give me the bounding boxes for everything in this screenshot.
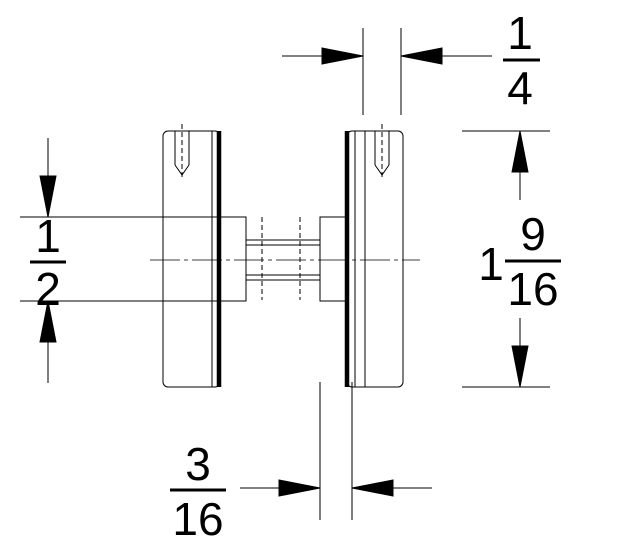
- dim-right-whole: 1: [478, 238, 504, 290]
- dim-top: [282, 28, 492, 115]
- dim-left-denominator: 2: [35, 263, 61, 315]
- dim-top-denominator: 4: [507, 62, 533, 114]
- dim-left: [20, 138, 219, 383]
- left-clamp-plate: [162, 124, 221, 388]
- dim-top-numerator: 1: [507, 7, 533, 59]
- dim-bottom-denominator: 16: [172, 493, 223, 545]
- dim-left-numerator: 1: [35, 210, 61, 262]
- right-clamp-plate: [346, 124, 404, 388]
- dim-right: [462, 130, 550, 388]
- dim-right-denominator: 16: [507, 263, 558, 315]
- dim-bottom-numerator: 3: [185, 438, 211, 490]
- connector-body: [218, 216, 348, 302]
- dim-right-numerator: 9: [520, 208, 546, 260]
- dim-bottom: [240, 382, 432, 520]
